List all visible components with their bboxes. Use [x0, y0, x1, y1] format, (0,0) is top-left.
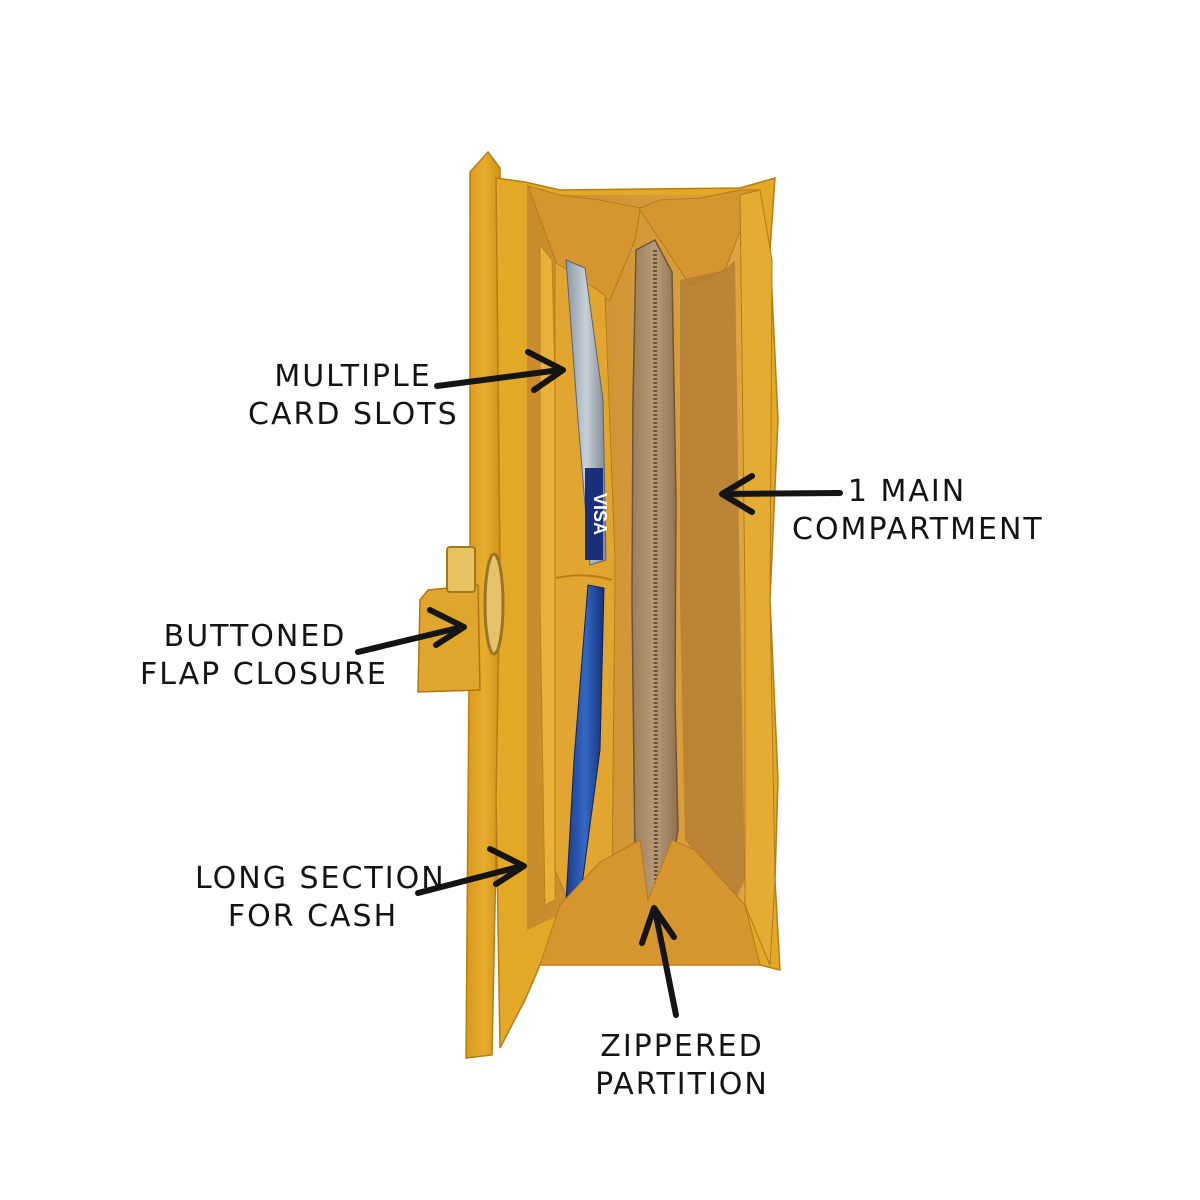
zippered-partition-label: ZIPPERED PARTITION [592, 1028, 772, 1104]
card-slots-label: MULTIPLE CARD SLOTS [248, 358, 458, 434]
main-compartment-label: 1 MAIN COMPARTMENT [792, 473, 1044, 549]
cash-pocket [539, 243, 559, 906]
card-slots-label-line2: CARD SLOTS [248, 397, 459, 432]
flap-closure-label: BUTTONED FLAP CLOSURE [140, 618, 388, 694]
cash-section-label: LONG SECTION FOR CASH [195, 860, 446, 936]
main-compartment [680, 260, 745, 900]
bottom-gusset [539, 839, 761, 966]
arrow-icon [415, 846, 527, 896]
flap-closure-label-line1: BUTTONED [163, 619, 347, 654]
clasp-plate [446, 546, 476, 593]
arrow-icon [719, 473, 843, 515]
card-slots-label-line1: MULTIPLE [274, 359, 432, 394]
cash-section-label-line1: LONG SECTION [195, 861, 446, 896]
arrow-icon [434, 349, 566, 393]
right-gusset [739, 189, 776, 966]
visa-logo-block [585, 468, 603, 560]
arrow-icon [355, 607, 467, 655]
snap-button [483, 552, 505, 656]
flap-closure-label-line2: FLAP CLOSURE [140, 657, 388, 692]
zippered-partition-label-line2: PARTITION [595, 1067, 769, 1102]
main-compartment-label-line1: 1 MAIN [847, 474, 967, 509]
main-compartment-label-line2: COMPARTMENT [792, 512, 1044, 547]
visa-logo-text: VISA [590, 493, 610, 535]
cash-section-label-line2: FOR CASH [227, 899, 399, 934]
arrow-icon [639, 905, 679, 1018]
zippered-partition-label-line1: ZIPPERED [600, 1029, 764, 1064]
card-slot-divider [555, 574, 613, 581]
zipper-teeth [653, 249, 658, 896]
